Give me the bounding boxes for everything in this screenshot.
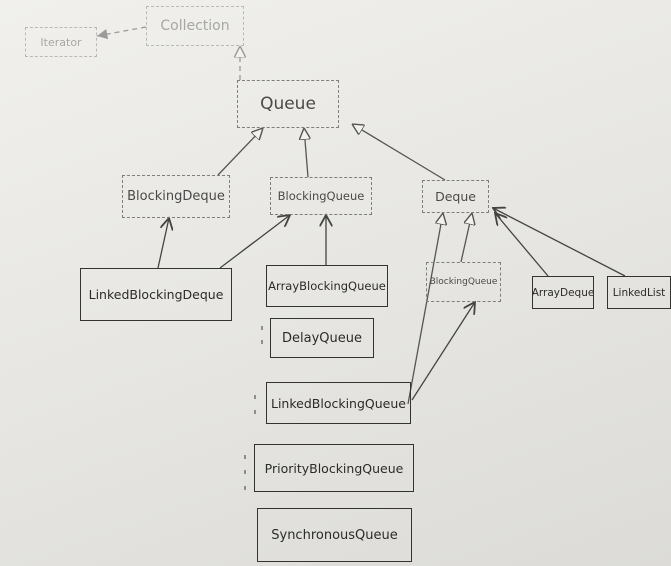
- blocking-deque-node: BlockingDeque: [122, 175, 230, 218]
- priority-blocking-queue-node: PriorityBlockingQueue: [254, 444, 414, 492]
- edge-linked-blocking-queue-to-blocking-queue-2: [411, 302, 475, 401]
- edge-deque-to-queue: [352, 124, 446, 181]
- array-blocking-queue-node: ArrayBlockingQueue: [266, 265, 388, 307]
- synchronous-queue-node: SynchronousQueue: [257, 508, 412, 562]
- edge-linked-blocking-deque-to-blocking-queue: [219, 215, 290, 269]
- edge-blocking-deque-to-queue: [217, 128, 263, 176]
- blocking-queue-node: BlockingQueue: [270, 177, 372, 215]
- edge-array-deque-to-deque: [495, 213, 549, 277]
- array-deque-node: ArrayDeque: [532, 276, 594, 309]
- deque-node: Deque: [422, 180, 489, 213]
- edge-blocking-queue-2-to-deque: [460, 213, 472, 263]
- delay-queue-node: DelayQueue: [270, 318, 374, 358]
- collection-node: Collection: [146, 6, 244, 46]
- edge-linked-list-to-deque: [493, 208, 626, 277]
- linked-list-node: LinkedList: [607, 276, 671, 309]
- queue-node: Queue: [237, 80, 339, 128]
- iterator-node: Iterator: [25, 27, 97, 57]
- edge-collection-to-iterator: [96, 26, 147, 40]
- edge-blocking-queue-to-queue: [304, 128, 308, 178]
- edge-linked-blocking-deque-to-blocking-deque: [157, 218, 169, 269]
- edge-linked-blocking-queue-to-deque: [407, 213, 443, 405]
- blocking-queue-secondary-node: BlockingQueue: [426, 262, 501, 302]
- linked-blocking-deque-node: LinkedBlockingDeque: [80, 268, 232, 321]
- linked-blocking-queue-node: LinkedBlockingQueue: [266, 382, 411, 424]
